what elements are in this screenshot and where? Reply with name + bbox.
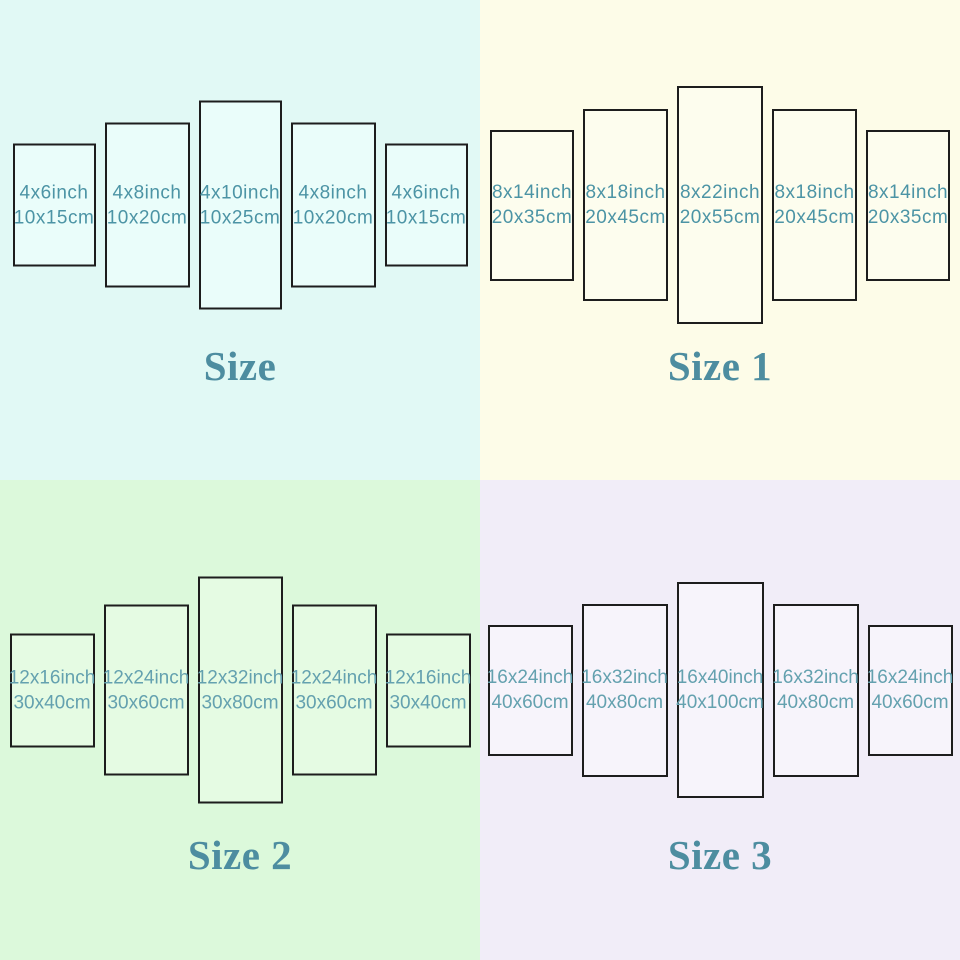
panel: 8x18inch 20x45cm [583, 109, 668, 301]
panel: 12x24inch 30x60cm [290, 604, 378, 776]
panel-size-inch: 12x24inch [290, 667, 378, 688]
panel-row: 8x14inch 20x35cm 8x18inch 20x45cm 8x22in… [480, 86, 960, 324]
panel-size-cm: 20x55cm [679, 207, 761, 228]
size-chart-size-2: 12x16inch 30x40cm 12x24inch 30x60cm 12x3… [0, 480, 480, 960]
panel-size-cm: 20x35cm [491, 207, 573, 228]
panel: 16x32inch 40x80cm [581, 603, 668, 777]
panel-size-cm: 40x80cm [585, 692, 664, 713]
panel-size-cm: 10x15cm [385, 207, 467, 228]
panel-size-inch: 16x40inch [676, 667, 764, 688]
panel-size-cm: 40x100cm [676, 692, 764, 713]
panel: 12x32inch 30x80cm [196, 576, 284, 804]
panel-size-cm: 30x60cm [295, 692, 373, 713]
panel-size-cm: 30x60cm [107, 692, 185, 713]
panel-size-cm: 40x80cm [776, 692, 855, 713]
panel-size-inch: 4x10inch [199, 182, 281, 203]
panel-size-inch: 16x24inch [866, 667, 954, 688]
panel-size-cm: 30x80cm [201, 692, 279, 713]
panel-size-inch: 8x18inch [585, 182, 666, 203]
panel-size-inch: 12x16inch [8, 667, 96, 688]
panel-size-inch: 4x8inch [112, 182, 182, 203]
panel-size-cm: 20x35cm [867, 207, 949, 228]
panel-size-cm: 30x40cm [389, 692, 467, 713]
size-title: Size [203, 343, 277, 389]
panel: 12x24inch 30x60cm [102, 604, 190, 776]
panel-size-inch: 8x14inch [867, 182, 949, 203]
panel-size-inch: 12x32inch [196, 667, 284, 688]
panel-size-inch: 16x32inch [772, 667, 859, 688]
panel: 12x16inch 30x40cm [384, 633, 472, 747]
panel-row: 4x6inch 10x15cm 4x8inch 10x20cm 4x10inch… [0, 100, 480, 310]
panel-size-inch: 4x6inch [391, 182, 461, 203]
panel: 12x16inch 30x40cm [8, 633, 96, 747]
panel: 16x24inch 40x60cm [866, 624, 954, 756]
panel: 4x6inch 10x15cm [384, 143, 468, 267]
panel: 16x32inch 40x80cm [772, 603, 859, 777]
panel-size-cm: 10x20cm [292, 207, 374, 228]
panel-size-inch: 8x14inch [491, 182, 573, 203]
panel: 4x8inch 10x20cm [290, 122, 376, 288]
size-title: Size 1 [667, 343, 773, 389]
panel: 4x6inch 10x15cm [12, 143, 96, 267]
panel: 8x14inch 20x35cm [490, 129, 574, 281]
panel: 16x24inch 40x60cm [486, 624, 574, 756]
panel-size-cm: 30x40cm [13, 692, 91, 713]
panel-size-cm: 10x15cm [13, 207, 95, 228]
panel-row: 16x24inch 40x60cm 16x32inch 40x80cm 16x4… [480, 582, 960, 798]
panel-size-cm: 10x20cm [106, 207, 188, 228]
size-title: Size 2 [187, 832, 293, 878]
panel: 16x40inch 40x100cm [676, 582, 764, 798]
size-chart-size-1: 8x14inch 20x35cm 8x18inch 20x45cm 8x22in… [480, 0, 960, 480]
panel: 8x18inch 20x45cm [772, 109, 857, 301]
panel: 8x14inch 20x35cm [866, 129, 950, 281]
panel-size-inch: 16x32inch [581, 667, 668, 688]
panel-size-cm: 40x60cm [871, 692, 949, 713]
panel: 4x10inch 10x25cm [198, 100, 282, 310]
panel-size-inch: 8x22inch [679, 182, 761, 203]
size-title: Size 3 [667, 832, 773, 878]
size-chart-size: 4x6inch 10x15cm 4x8inch 10x20cm 4x10inch… [0, 0, 480, 480]
panel-size-inch: 16x24inch [486, 667, 574, 688]
size-chart-size-3: 16x24inch 40x60cm 16x32inch 40x80cm 16x4… [480, 480, 960, 960]
panel-size-inch: 12x24inch [102, 667, 190, 688]
panel-size-inch: 4x6inch [19, 182, 89, 203]
panel-row: 12x16inch 30x40cm 12x24inch 30x60cm 12x3… [0, 576, 480, 804]
panel-size-cm: 20x45cm [585, 207, 666, 228]
panel-size-inch: 12x16inch [384, 667, 472, 688]
panel-size-cm: 20x45cm [774, 207, 855, 228]
panel-size-inch: 4x8inch [298, 182, 368, 203]
panel-size-cm: 10x25cm [199, 207, 281, 228]
panel: 4x8inch 10x20cm [104, 122, 190, 288]
panel-size-cm: 40x60cm [491, 692, 569, 713]
panel: 8x22inch 20x55cm [677, 86, 763, 324]
panel-size-inch: 8x18inch [774, 182, 855, 203]
